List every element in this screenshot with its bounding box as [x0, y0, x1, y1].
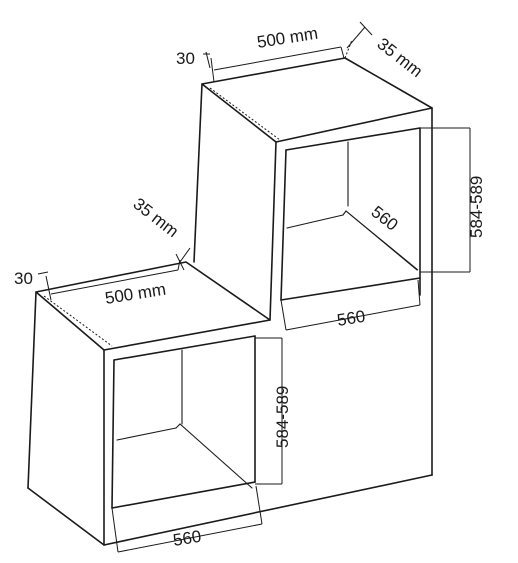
- dimension-labels: 30 500 mm 35 mm 560 584-589 560 30 35 mm…: [14, 24, 486, 550]
- lower-niche-width-label: 560: [172, 527, 203, 550]
- lower-niche-height-label: 584-589: [273, 386, 292, 448]
- lower-depth-label: 500 mm: [104, 280, 168, 308]
- upper-rear-gap-label: 35 mm: [374, 34, 427, 81]
- lower-front-gap-label: 30: [14, 269, 33, 288]
- upper-niche-height-label: 584-589: [467, 176, 486, 238]
- upper-cabinet: [193, 39, 433, 476]
- lower-cabinet: [27, 261, 433, 546]
- lower-rear-gap-label: 35 mm: [130, 194, 183, 241]
- upper-front-gap-label: 30: [176, 49, 195, 68]
- upper-niche-width-label: 560: [336, 307, 367, 330]
- upper-depth-label: 500 mm: [256, 24, 320, 52]
- upper-dimensions: [203, 21, 471, 331]
- upper-niche-depth-label: 560: [368, 202, 402, 234]
- lower-dimensions: [37, 247, 283, 553]
